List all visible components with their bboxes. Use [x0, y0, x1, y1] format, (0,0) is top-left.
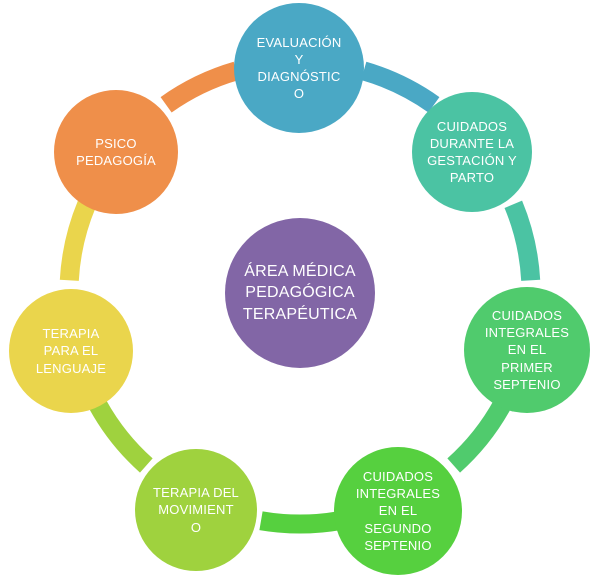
ring-segment-psico-evaluacion [160, 61, 240, 113]
node-circle-evaluacion-diagnostico [234, 3, 364, 133]
ring-segment-movimiento-lenguaje [89, 399, 153, 473]
ring-segment-evaluacion-gestacion [360, 61, 440, 113]
node-circle-terapia-lenguaje [9, 289, 133, 413]
node-circle-cuidados-gestacion-parto [412, 92, 532, 212]
ring-segment-gestacion-primer [504, 200, 541, 281]
hub-circle-area-medica [225, 218, 375, 368]
ring-segment-lenguaje-psico [59, 200, 96, 281]
node-circle-psicopedagogia [54, 90, 178, 214]
ring-segment-primer-segundo [447, 399, 511, 473]
ring-segment-segundo-movimiento [259, 511, 341, 534]
node-circle-terapia-movimiento [135, 449, 257, 571]
node-circle-cuidados-primer-septenio [464, 287, 590, 413]
node-circle-cuidados-segundo-septenio [334, 447, 462, 575]
